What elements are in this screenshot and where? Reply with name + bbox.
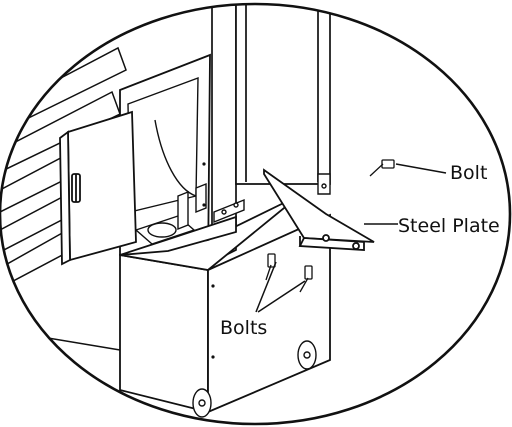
upper-bolt-icon (369, 159, 395, 177)
bolts-drawn (265, 159, 395, 293)
cabinet-door (59, 110, 137, 266)
bolt-leader-line (395, 163, 447, 174)
cabinet-illustration (0, 4, 395, 418)
cabinet-holes (202, 162, 215, 359)
upper-bracket (317, 173, 331, 195)
left-bolt-icon (265, 253, 276, 281)
bolts-leader-left (255, 261, 277, 313)
bolts-label: Bolts (220, 317, 267, 339)
steel-plate (263, 168, 375, 251)
callout-leaders (255, 163, 447, 313)
steel-plate-label: Steel Plate (398, 215, 500, 237)
bolts-leader-right (257, 280, 306, 313)
casters (192, 340, 317, 418)
bolt-label: Bolt (450, 162, 487, 184)
right-bolt-icon (299, 265, 313, 293)
